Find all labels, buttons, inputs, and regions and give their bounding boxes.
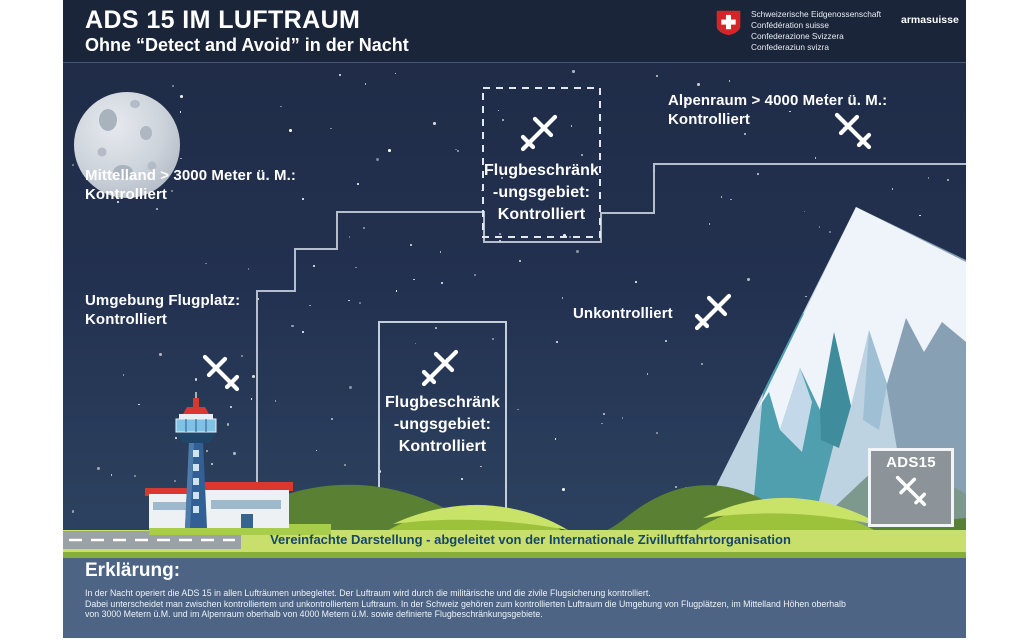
label-mittelland: Mittelland > 3000 Meter ü. M.: Kontrolli… (85, 167, 296, 203)
label-alpenraum: Alpenraum > 4000 Meter ü. M.: Kontrollie… (668, 92, 888, 128)
page-title: ADS 15 IM LUFTRAUM (85, 6, 361, 34)
armasuisse-brand: armasuisse (901, 14, 959, 26)
plane-icon-badge (895, 475, 927, 507)
infographic-canvas: ADS 15 IM LUFTRAUM Ohne “Detect and Avoi… (63, 0, 966, 638)
restricted-area-dashed-box (482, 87, 601, 238)
header-band: ADS 15 IM LUFTRAUM Ohne “Detect and Avoi… (63, 0, 966, 63)
plane-icon-unkontrolliert (697, 296, 729, 328)
label-umgebung-flugplatz: Umgebung Flugplatz: Kontrolliert (85, 292, 241, 328)
simplified-depiction-note: Vereinfachte Darstellung - abgeleitet vo… (270, 532, 791, 547)
moon-icon (74, 92, 180, 198)
plane-icons (205, 115, 869, 389)
page-subtitle: Ohne “Detect and Avoid” in der Nacht (85, 35, 409, 55)
plane-icon-restricted-upper (523, 117, 555, 149)
plane-icon-umgebung (205, 357, 237, 389)
plane-icon-restricted-lower (424, 352, 456, 384)
ground-strip (63, 530, 966, 553)
airport-control-tower (145, 392, 331, 535)
label-restricted-upper: Flugbeschränk -ungsgebiet: Kontrolliert (483, 162, 600, 223)
label-restricted-lower: Flugbeschränk -ungsgebiet: Kontrolliert (384, 394, 501, 455)
swiss-federal-logo: Schweizerische Eidgenossenschaft Confédé… (715, 9, 881, 53)
restricted-area-solid-box (378, 321, 507, 512)
federal-wordmark: Schweizerische Eidgenossenschaft Confédé… (751, 9, 882, 52)
footer-panel: Erklärung: In der Nacht operiert die ADS… (63, 558, 966, 638)
footer-heading: Erklärung: (85, 560, 181, 581)
label-unkontrolliert: Unkontrolliert (573, 305, 673, 322)
road (63, 531, 241, 549)
ads15-badge-label: ADS15 (886, 454, 936, 471)
ground-strip-dark (63, 552, 966, 558)
ads15-badge: ADS15 (868, 448, 954, 527)
footer-text: In der Nacht operiert die ADS 15 in alle… (85, 588, 846, 620)
swiss-cross-shield-icon (716, 10, 741, 36)
